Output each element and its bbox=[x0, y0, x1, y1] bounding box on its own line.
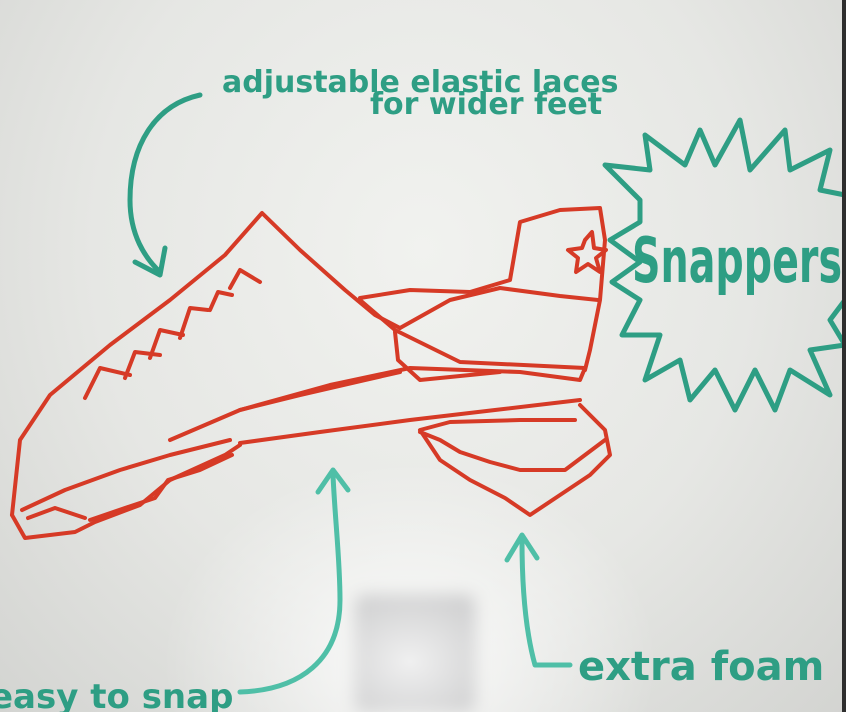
shoe-toe-line bbox=[22, 440, 230, 510]
shoe-sole-front bbox=[12, 445, 240, 538]
annotations: adjustable elastic laces for wider feet … bbox=[0, 65, 845, 712]
shoe-collar-inner bbox=[400, 288, 598, 328]
shoe-strap-inner bbox=[240, 372, 400, 410]
foam-label: extra foam bbox=[578, 644, 824, 690]
board-frame-edge bbox=[842, 0, 846, 712]
laces-arrow bbox=[130, 95, 200, 272]
shoe-upper-outline bbox=[12, 213, 400, 515]
shoe-sketch bbox=[12, 208, 610, 538]
foam-arrow bbox=[522, 540, 570, 665]
star-logo bbox=[568, 232, 606, 272]
brand-name: Snappers bbox=[632, 224, 842, 297]
laces-label-line2: for wider feet bbox=[370, 87, 602, 122]
snap-label: easy to snap bbox=[0, 677, 233, 712]
snap-arrow bbox=[240, 475, 340, 692]
lace-marks bbox=[85, 270, 260, 398]
